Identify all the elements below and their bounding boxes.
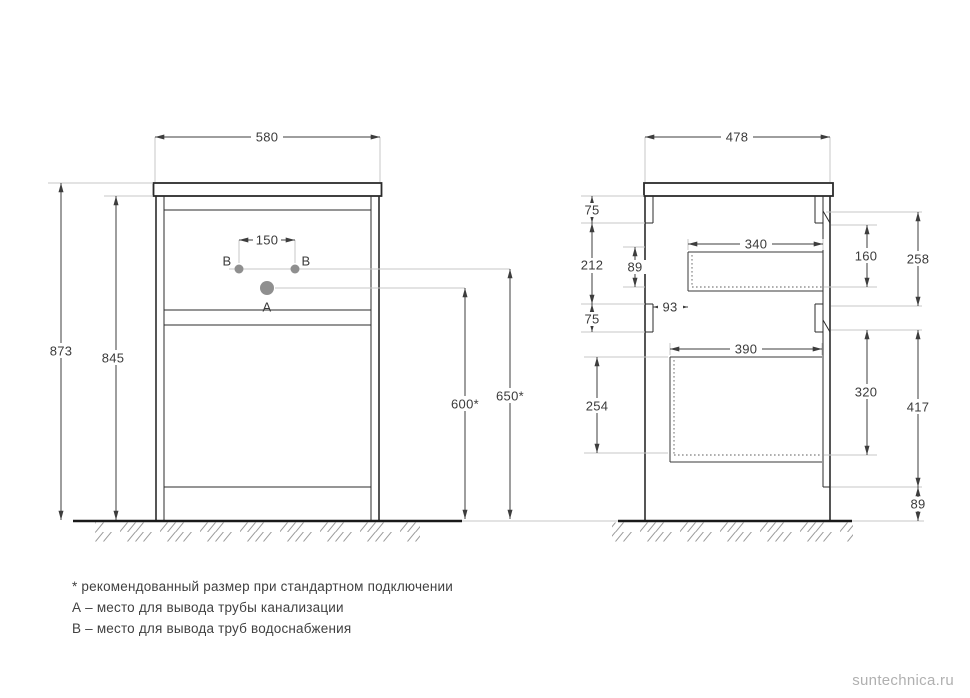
dim-drawer1-depth: 340 — [687, 236, 824, 252]
drawer-boxes — [669, 251, 823, 463]
dim-label-160: 160 — [855, 249, 878, 264]
dim-front1-total: 258 — [901, 212, 935, 306]
dim-label-89-right: 89 — [910, 497, 925, 512]
dim-water-height: 650* — [489, 269, 531, 519]
dim-label-75-top: 75 — [584, 203, 599, 218]
label-point-b-left: B — [223, 254, 232, 269]
ground-hatch-side — [612, 522, 853, 542]
dim-label-254: 254 — [586, 399, 609, 414]
dim-label-650: 650* — [496, 389, 524, 404]
connection-points: B B A — [223, 254, 510, 315]
dim-front2-total: 417 — [901, 330, 935, 487]
watermark: suntechnica.ru — [852, 672, 954, 689]
dim-label-93: 93 — [662, 300, 677, 315]
dim-label-75-mid: 75 — [584, 312, 599, 327]
dim-label-150: 150 — [256, 233, 279, 248]
label-point-b-right: B — [302, 254, 311, 269]
dim-label-417: 417 — [907, 400, 930, 415]
dim-front-cabinet-height: 845 — [97, 195, 153, 520]
label-point-a: A — [263, 300, 272, 315]
dim-label-340: 340 — [745, 237, 768, 252]
dim-drain-height: 600* — [444, 288, 486, 519]
right-extension-lines — [824, 211, 922, 488]
dim-label-600: 600* — [451, 397, 479, 412]
dim-front1-height: 160 — [850, 225, 883, 287]
dim-floor-gap: 89 — [905, 487, 931, 521]
front-cabinet-outline — [152, 182, 383, 520]
dim-holes-spacing: 150 — [238, 233, 296, 263]
dim-label-580: 580 — [256, 130, 279, 145]
note-recommended: * рекомендованный размер при стандартном… — [72, 579, 454, 594]
legend: * рекомендованный размер при стандартном… — [72, 576, 453, 639]
dim-front-overall-height: 873 — [45, 182, 153, 520]
dim-front-top-width: 580 — [154, 129, 381, 182]
dim-drawer1-inner: 89 — [622, 246, 648, 288]
dim-side-top-depth: 478 — [644, 129, 831, 182]
dim-drawer2-depth: 390 — [669, 341, 823, 357]
drain-point-dot — [260, 281, 274, 295]
ground-hatch-front — [95, 522, 420, 542]
dim-label-212: 212 — [581, 258, 604, 273]
dim-label-390: 390 — [735, 342, 758, 357]
note-point-b: В – место для вывода труб водоснабжения — [72, 621, 352, 636]
dim-label-320: 320 — [855, 385, 878, 400]
side-view: 478 75 212 75 89 — [576, 129, 935, 542]
dim-label-873: 873 — [50, 344, 73, 359]
dim-drawer2-inner: 254 — [581, 356, 668, 454]
front-view: 580 873 845 150 — [45, 129, 618, 542]
water-point-right-dot — [290, 264, 300, 274]
water-point-left-dot — [234, 264, 244, 274]
dim-rail-gap: 93 — [653, 300, 688, 315]
dim-label-89-left: 89 — [627, 260, 642, 275]
note-point-a: А – место для вывода трубы канализации — [72, 600, 344, 615]
dim-label-478: 478 — [726, 130, 749, 145]
dim-front2-height: 320 — [850, 330, 883, 455]
dim-left-chain: 75 212 75 — [576, 195, 645, 333]
dim-label-258: 258 — [907, 252, 930, 267]
dim-label-845: 845 — [102, 351, 125, 366]
